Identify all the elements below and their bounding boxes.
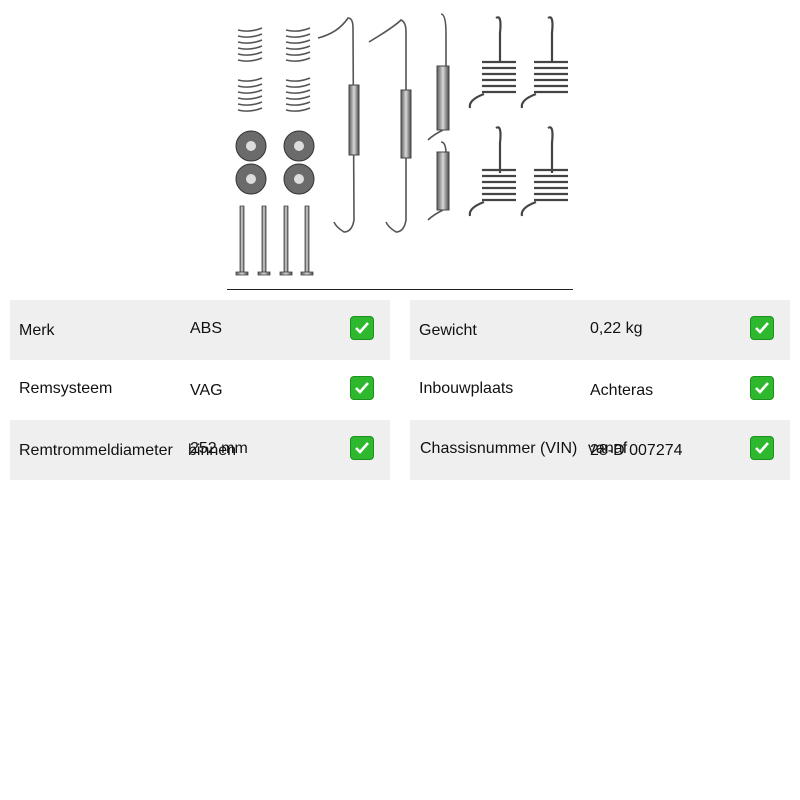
spec-label: Gewicht [419, 322, 477, 339]
conical-spring-icon [237, 27, 311, 112]
spec-row: Remtrommeldiameter binnen 252 mm [10, 420, 390, 480]
spec-row: Remsysteem VAG [10, 360, 390, 420]
spec-label: Remsysteem [19, 380, 113, 397]
check-icon [750, 436, 774, 460]
check-icon [750, 376, 774, 400]
return-spring-icon [317, 17, 412, 233]
retaining-cap-icon [235, 130, 315, 195]
spec-label-overlap: vanaf [588, 440, 628, 457]
spec-label: Inbouwplaats [419, 380, 514, 397]
spec-value: 28-D 007274 [590, 442, 683, 459]
spec-label: Remtrommeldiameter [19, 442, 173, 459]
spec-value: 0,22 kg [590, 320, 643, 337]
spec-label-overlap: binnen [188, 442, 237, 459]
spec-row: Inbouwplaats Achteras [410, 360, 790, 420]
spec-label: Merk [19, 322, 55, 339]
spec-value: VAG [190, 382, 223, 399]
check-icon [350, 436, 374, 460]
adjuster-spring-icon [427, 13, 450, 221]
spec-value: ABS [190, 320, 223, 337]
spec-value: Achteras [590, 382, 654, 399]
spec-row: Gewicht 0,22 kg [410, 300, 790, 360]
spec-column-left: Merk ABS Remsysteem VAG Remtrommeldiamet… [10, 300, 390, 480]
spec-table: Merk ABS Remsysteem VAG Remtrommeldiamet… [10, 300, 790, 480]
hold-down-pin-icon [235, 205, 314, 276]
check-icon [350, 316, 374, 340]
spec-column-right: Gewicht 0,22 kg Inbouwplaats Achteras Ch… [410, 300, 790, 480]
check-icon [350, 376, 374, 400]
spec-value: 252 mm [190, 440, 248, 457]
coil-spring-icon [468, 16, 568, 217]
image-divider [227, 289, 573, 290]
spec-row: Chassisnummer (VIN) vanaf 28-D 007274 [410, 420, 790, 480]
spec-label: Chassisnummer (VIN) [420, 440, 578, 457]
check-icon [750, 316, 774, 340]
brake-spring-kit-illustration [235, 13, 568, 276]
spec-row: Merk ABS [10, 300, 390, 360]
